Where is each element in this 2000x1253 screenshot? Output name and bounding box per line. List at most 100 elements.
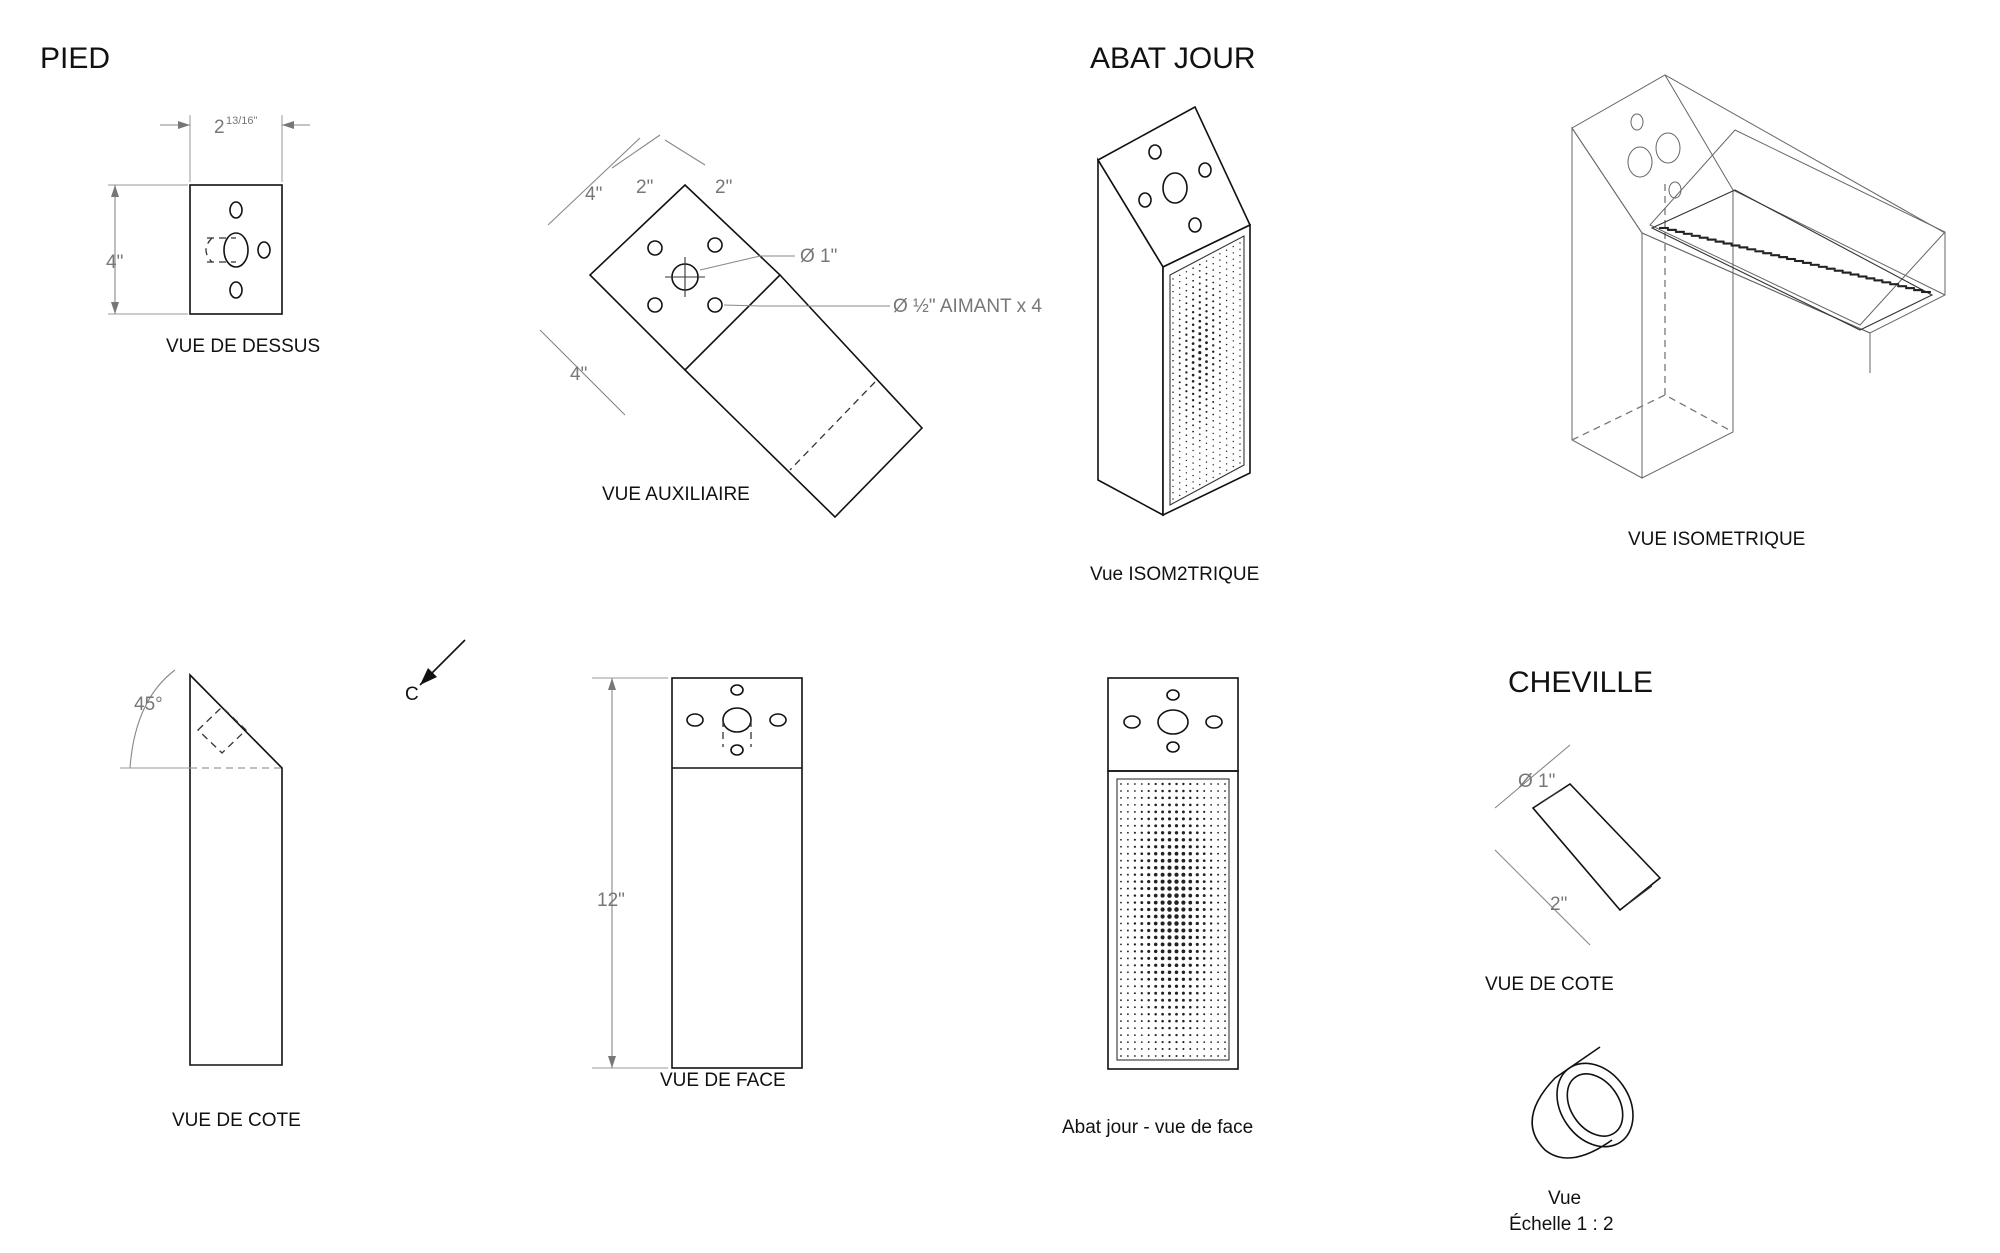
view-top: 2 13/16" 4" VUE DE DESSUS xyxy=(106,115,320,357)
perforation-dot xyxy=(1120,873,1122,876)
perforation-dot xyxy=(1205,417,1208,420)
perforation-dot xyxy=(1212,319,1215,322)
perforation-dot xyxy=(1239,393,1241,395)
perforation-dot xyxy=(1127,811,1129,813)
perforation-dot xyxy=(1239,342,1241,345)
perforation-dot xyxy=(1203,992,1206,995)
perforation-dot xyxy=(1160,838,1165,842)
perforation-dot xyxy=(1217,1055,1219,1057)
assembly-left-face xyxy=(1571,126,1643,479)
perforation-dot xyxy=(1181,907,1186,912)
perforation-dot xyxy=(1225,356,1228,358)
perforation-dot xyxy=(1203,1027,1206,1030)
perforation-dot xyxy=(1140,894,1144,898)
front-hidden-dowel xyxy=(722,720,752,747)
perforation-dot xyxy=(1209,929,1213,932)
perforation-dot xyxy=(1185,440,1188,443)
perforation-dot xyxy=(1181,984,1185,988)
perforation-dot xyxy=(1192,304,1195,307)
perforation-dot xyxy=(1210,1034,1212,1036)
lf-hole-right xyxy=(1205,715,1223,729)
perforation-dot xyxy=(1133,985,1136,988)
perforation-dot xyxy=(1181,858,1186,863)
perforation-dot xyxy=(1133,950,1137,953)
perforation-dot xyxy=(1188,942,1193,947)
perforation-dot xyxy=(1127,824,1129,827)
perforation-dot xyxy=(1161,796,1164,800)
perforation-dot xyxy=(1127,845,1129,848)
perforation-dot xyxy=(1196,782,1199,786)
perforation-dot xyxy=(1147,886,1151,891)
perforation-dot xyxy=(1217,880,1220,883)
perforation-dot xyxy=(1219,454,1221,456)
perforation-dot xyxy=(1120,936,1122,939)
magnet-hole-bottom xyxy=(229,281,243,299)
side-hidden-hole xyxy=(197,706,247,754)
dim-top-width: 2 xyxy=(214,117,225,138)
perforation-dot xyxy=(1160,949,1165,954)
perforation-dot xyxy=(1191,335,1195,339)
perforation-dot xyxy=(1212,331,1215,334)
perforation-dot xyxy=(1232,264,1235,267)
assembly-shade-top xyxy=(1649,129,1946,326)
perforation-dot xyxy=(1174,921,1179,926)
perforation-dot xyxy=(1195,831,1199,835)
perforation-dot xyxy=(1239,280,1241,282)
perforation-dot xyxy=(1140,796,1143,799)
perforation-dot xyxy=(1203,985,1206,988)
perforation-dot xyxy=(1232,434,1235,436)
dim-magnet-note: Ø ½" AIMANT x 4 xyxy=(893,296,1042,317)
perforation-dot xyxy=(1188,977,1192,981)
perforation-dot xyxy=(1714,238,1717,241)
perforation-dot xyxy=(1172,385,1174,387)
top-view-outline xyxy=(189,184,283,315)
perforation-dot xyxy=(1167,824,1172,828)
label-echelle: Échelle 1 : 2 xyxy=(1509,1214,1614,1235)
perforation-dot xyxy=(1202,901,1206,905)
perforation-dot xyxy=(1160,845,1165,849)
perforation-dot xyxy=(1205,366,1208,370)
perforation-dot xyxy=(1212,470,1214,472)
perforation-dot xyxy=(1182,1012,1185,1016)
dim-cheville-length: 2" xyxy=(1550,894,1567,915)
perforation-dot xyxy=(1181,886,1186,891)
view-dowel-side: Ø 1" 2" VUE DE COTE xyxy=(1485,744,1662,995)
perforation-dot xyxy=(1199,465,1201,467)
perforation-dot xyxy=(1126,880,1129,883)
perforation-dot xyxy=(1174,998,1179,1002)
perforation-dot xyxy=(1239,355,1241,357)
perforation-dot xyxy=(1178,293,1181,296)
perforation-dot xyxy=(1140,908,1144,911)
perforation-dot xyxy=(1225,438,1228,440)
label-vue-auxiliaire: VUE AUXILIAIRE xyxy=(602,484,750,505)
perforation-dot xyxy=(1154,956,1158,961)
perforation-dot xyxy=(1147,831,1151,835)
perforation-dot xyxy=(1167,949,1172,954)
perforation-dot xyxy=(1172,448,1174,450)
perforation-dot xyxy=(1202,859,1206,863)
perforation-dot xyxy=(1133,936,1137,939)
perforation-dot xyxy=(1202,887,1206,891)
perforation-dot xyxy=(1185,302,1188,305)
perforation-dot xyxy=(1212,464,1214,466)
perforation-dot xyxy=(1205,410,1208,413)
perforation-dot xyxy=(1722,240,1725,243)
perforation-dot xyxy=(1154,1048,1157,1050)
perforation-dot xyxy=(1126,964,1129,967)
perforation-dot xyxy=(1198,276,1201,279)
perforation-dot xyxy=(1188,886,1193,891)
perforation-dot xyxy=(1181,977,1186,981)
perforation-dot xyxy=(1185,428,1188,430)
perforation-dot xyxy=(1133,992,1136,995)
perforation-dot xyxy=(1189,1041,1192,1044)
perforation-dot xyxy=(1205,455,1208,457)
perforation-dot xyxy=(1218,378,1221,381)
perforation-dot xyxy=(1153,879,1158,884)
perforation-dot xyxy=(1192,286,1195,289)
perforation-dot xyxy=(1217,936,1220,939)
perforation-dot xyxy=(1147,1055,1150,1057)
dim-angle-45: 45° xyxy=(134,694,163,715)
perforation-dot xyxy=(1212,269,1215,271)
perforation-dot xyxy=(1224,831,1226,834)
perforation-dot xyxy=(1134,797,1136,799)
